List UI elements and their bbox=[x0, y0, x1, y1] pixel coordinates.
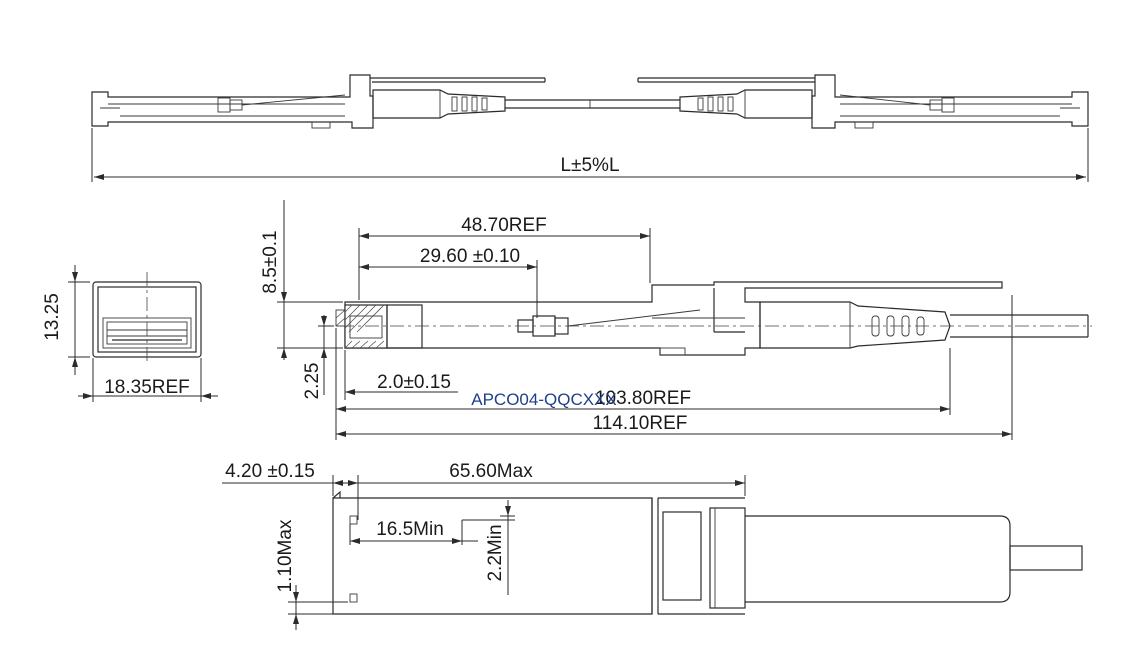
connector-bottom-view bbox=[222, 475, 1083, 630]
ref-114-10-label: 114.10REF bbox=[593, 413, 688, 434]
max-65-60-label: 65.60Max bbox=[449, 461, 533, 482]
height-13-25-label: 13.25 bbox=[42, 293, 63, 341]
ref-48-70-label: 48.70REF bbox=[461, 215, 547, 236]
overall-length-label: L±5%L bbox=[560, 155, 619, 176]
min-2-2-label: 2.2Min bbox=[485, 524, 506, 581]
connector-end-view bbox=[68, 265, 218, 402]
cable-assembly-top-view bbox=[91, 74, 1089, 182]
dim-4-20-label: 4.20 ±0.15 bbox=[225, 461, 315, 482]
dim-2-0-label: 2.0±0.15 bbox=[377, 372, 451, 393]
part-number-label: APCO04-QQCXXX bbox=[471, 390, 617, 409]
dim-2-25-label: 2.25 bbox=[302, 363, 323, 400]
width-18-35-label: 18.35REF bbox=[104, 377, 190, 398]
dim-29-60-label: 29.60 ±0.10 bbox=[420, 246, 520, 267]
height-8-5-label: 8.5±0.1 bbox=[260, 230, 281, 293]
ref-103-80-label: 103.80REF bbox=[595, 388, 691, 409]
connector-side-view bbox=[277, 200, 1092, 440]
min-16-5-label: 16.5Min bbox=[376, 519, 444, 540]
max-1-10-label: 1.10Max bbox=[275, 519, 296, 592]
